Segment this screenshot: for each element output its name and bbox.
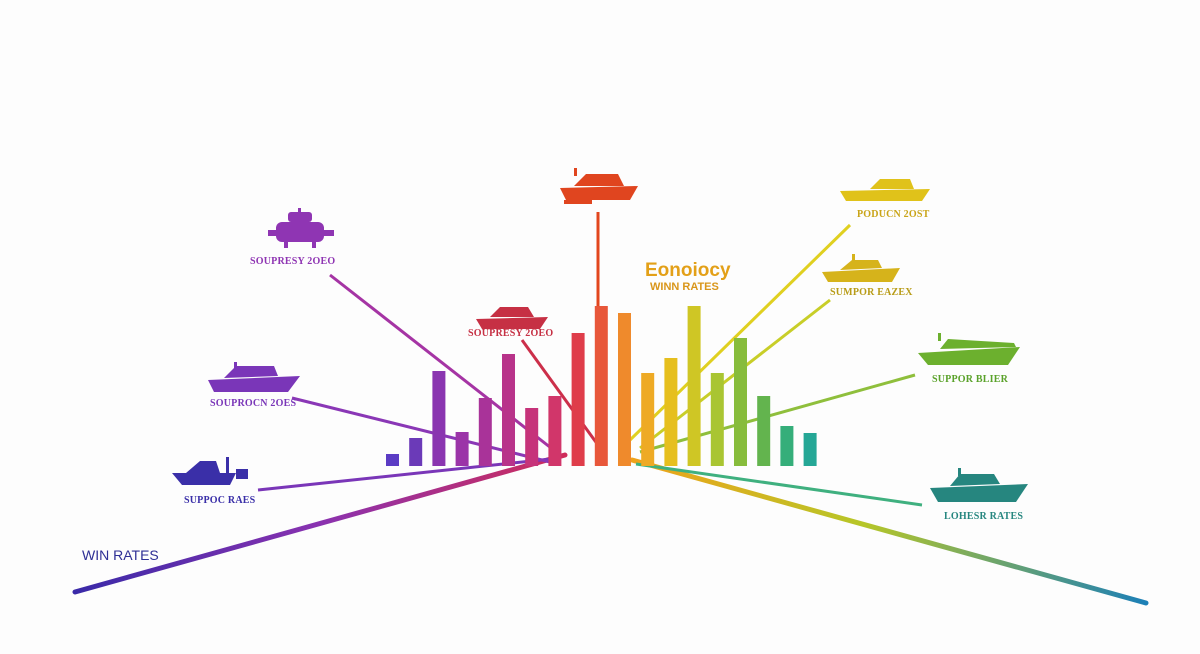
- chart-title: Eonoiocy: [645, 260, 731, 281]
- bar: [757, 396, 771, 466]
- connector-line: [639, 373, 916, 454]
- bar: [432, 371, 446, 466]
- boat-icon: [172, 457, 248, 485]
- connector-line: [520, 339, 600, 446]
- annotation-label: SOUPRESY 2OEO: [250, 256, 335, 267]
- annotation-label: SUPPOC RAES: [184, 495, 256, 506]
- boat-icon: [918, 333, 1020, 365]
- left-base-line: [72, 452, 568, 595]
- bar: [478, 398, 492, 466]
- bar: [525, 408, 539, 466]
- annotation-label: SOUPRESY 2OEO: [468, 328, 553, 339]
- boat-icon: [476, 307, 548, 329]
- chart-subtitle: WINN RATES: [650, 281, 719, 293]
- axis-label: WIN RATES: [82, 547, 159, 563]
- right-base-line: [629, 457, 1149, 606]
- boat-icon: [822, 254, 900, 282]
- annotation-label: PODUCN 2OST: [857, 209, 930, 220]
- bar: [641, 373, 655, 466]
- bar: [409, 438, 423, 466]
- connector-lines: [291, 212, 916, 464]
- boat-icon: [208, 362, 300, 392]
- boat-icon: [560, 168, 638, 204]
- bar: [618, 313, 631, 466]
- bar: [594, 306, 608, 466]
- bar: [734, 338, 747, 466]
- bar: [571, 333, 585, 466]
- bar: [780, 426, 794, 466]
- bar: [710, 373, 724, 466]
- bar: [386, 454, 399, 466]
- bar: [455, 432, 469, 466]
- right-base-line-2: [635, 462, 923, 507]
- bars: [386, 306, 817, 466]
- bar: [664, 358, 678, 466]
- annotation-label: SOUPROCN 2OES: [210, 398, 296, 409]
- bar: [502, 354, 515, 466]
- bar: [687, 306, 701, 466]
- annotation-label: SUPPOR BLIER: [932, 374, 1009, 385]
- bar: [803, 433, 817, 466]
- annotation-label: SUMPOR EAZEX: [830, 287, 913, 298]
- boat-icon: [930, 468, 1028, 502]
- annotation-label: LOHESR RATES: [944, 511, 1023, 522]
- submarine-icon: [268, 208, 334, 248]
- connector-line: [329, 273, 561, 457]
- boat-icon: [840, 179, 930, 201]
- bar: [548, 396, 562, 466]
